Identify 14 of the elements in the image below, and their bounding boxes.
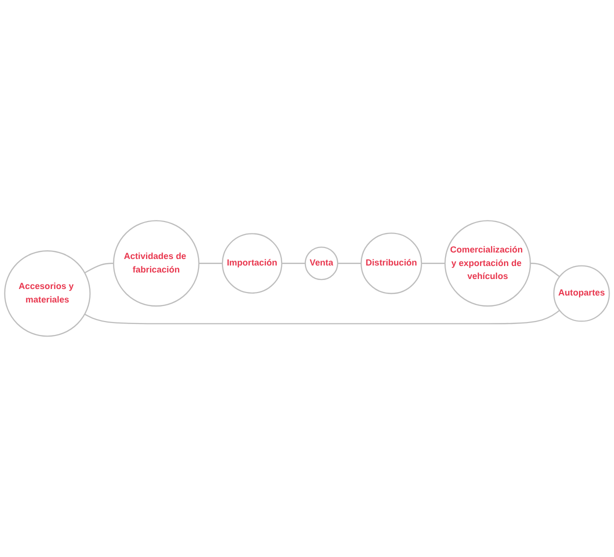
node-circle: Actividades de fabricación xyxy=(112,220,200,307)
node-circle: Importación xyxy=(222,233,282,294)
connector xyxy=(84,262,114,274)
node-circle: Venta xyxy=(304,246,338,280)
connector xyxy=(530,262,560,278)
connector xyxy=(198,262,222,264)
connector xyxy=(282,262,306,264)
node-circle: Distribución xyxy=(360,232,422,294)
connector xyxy=(338,262,362,264)
node-circle: Accesorios y materiales xyxy=(4,250,91,337)
connector xyxy=(84,310,560,324)
node-circle: Autopartes xyxy=(553,265,610,322)
node-circle: Comercialización y exportación de vehículos xyxy=(444,220,531,307)
connector xyxy=(422,262,446,264)
